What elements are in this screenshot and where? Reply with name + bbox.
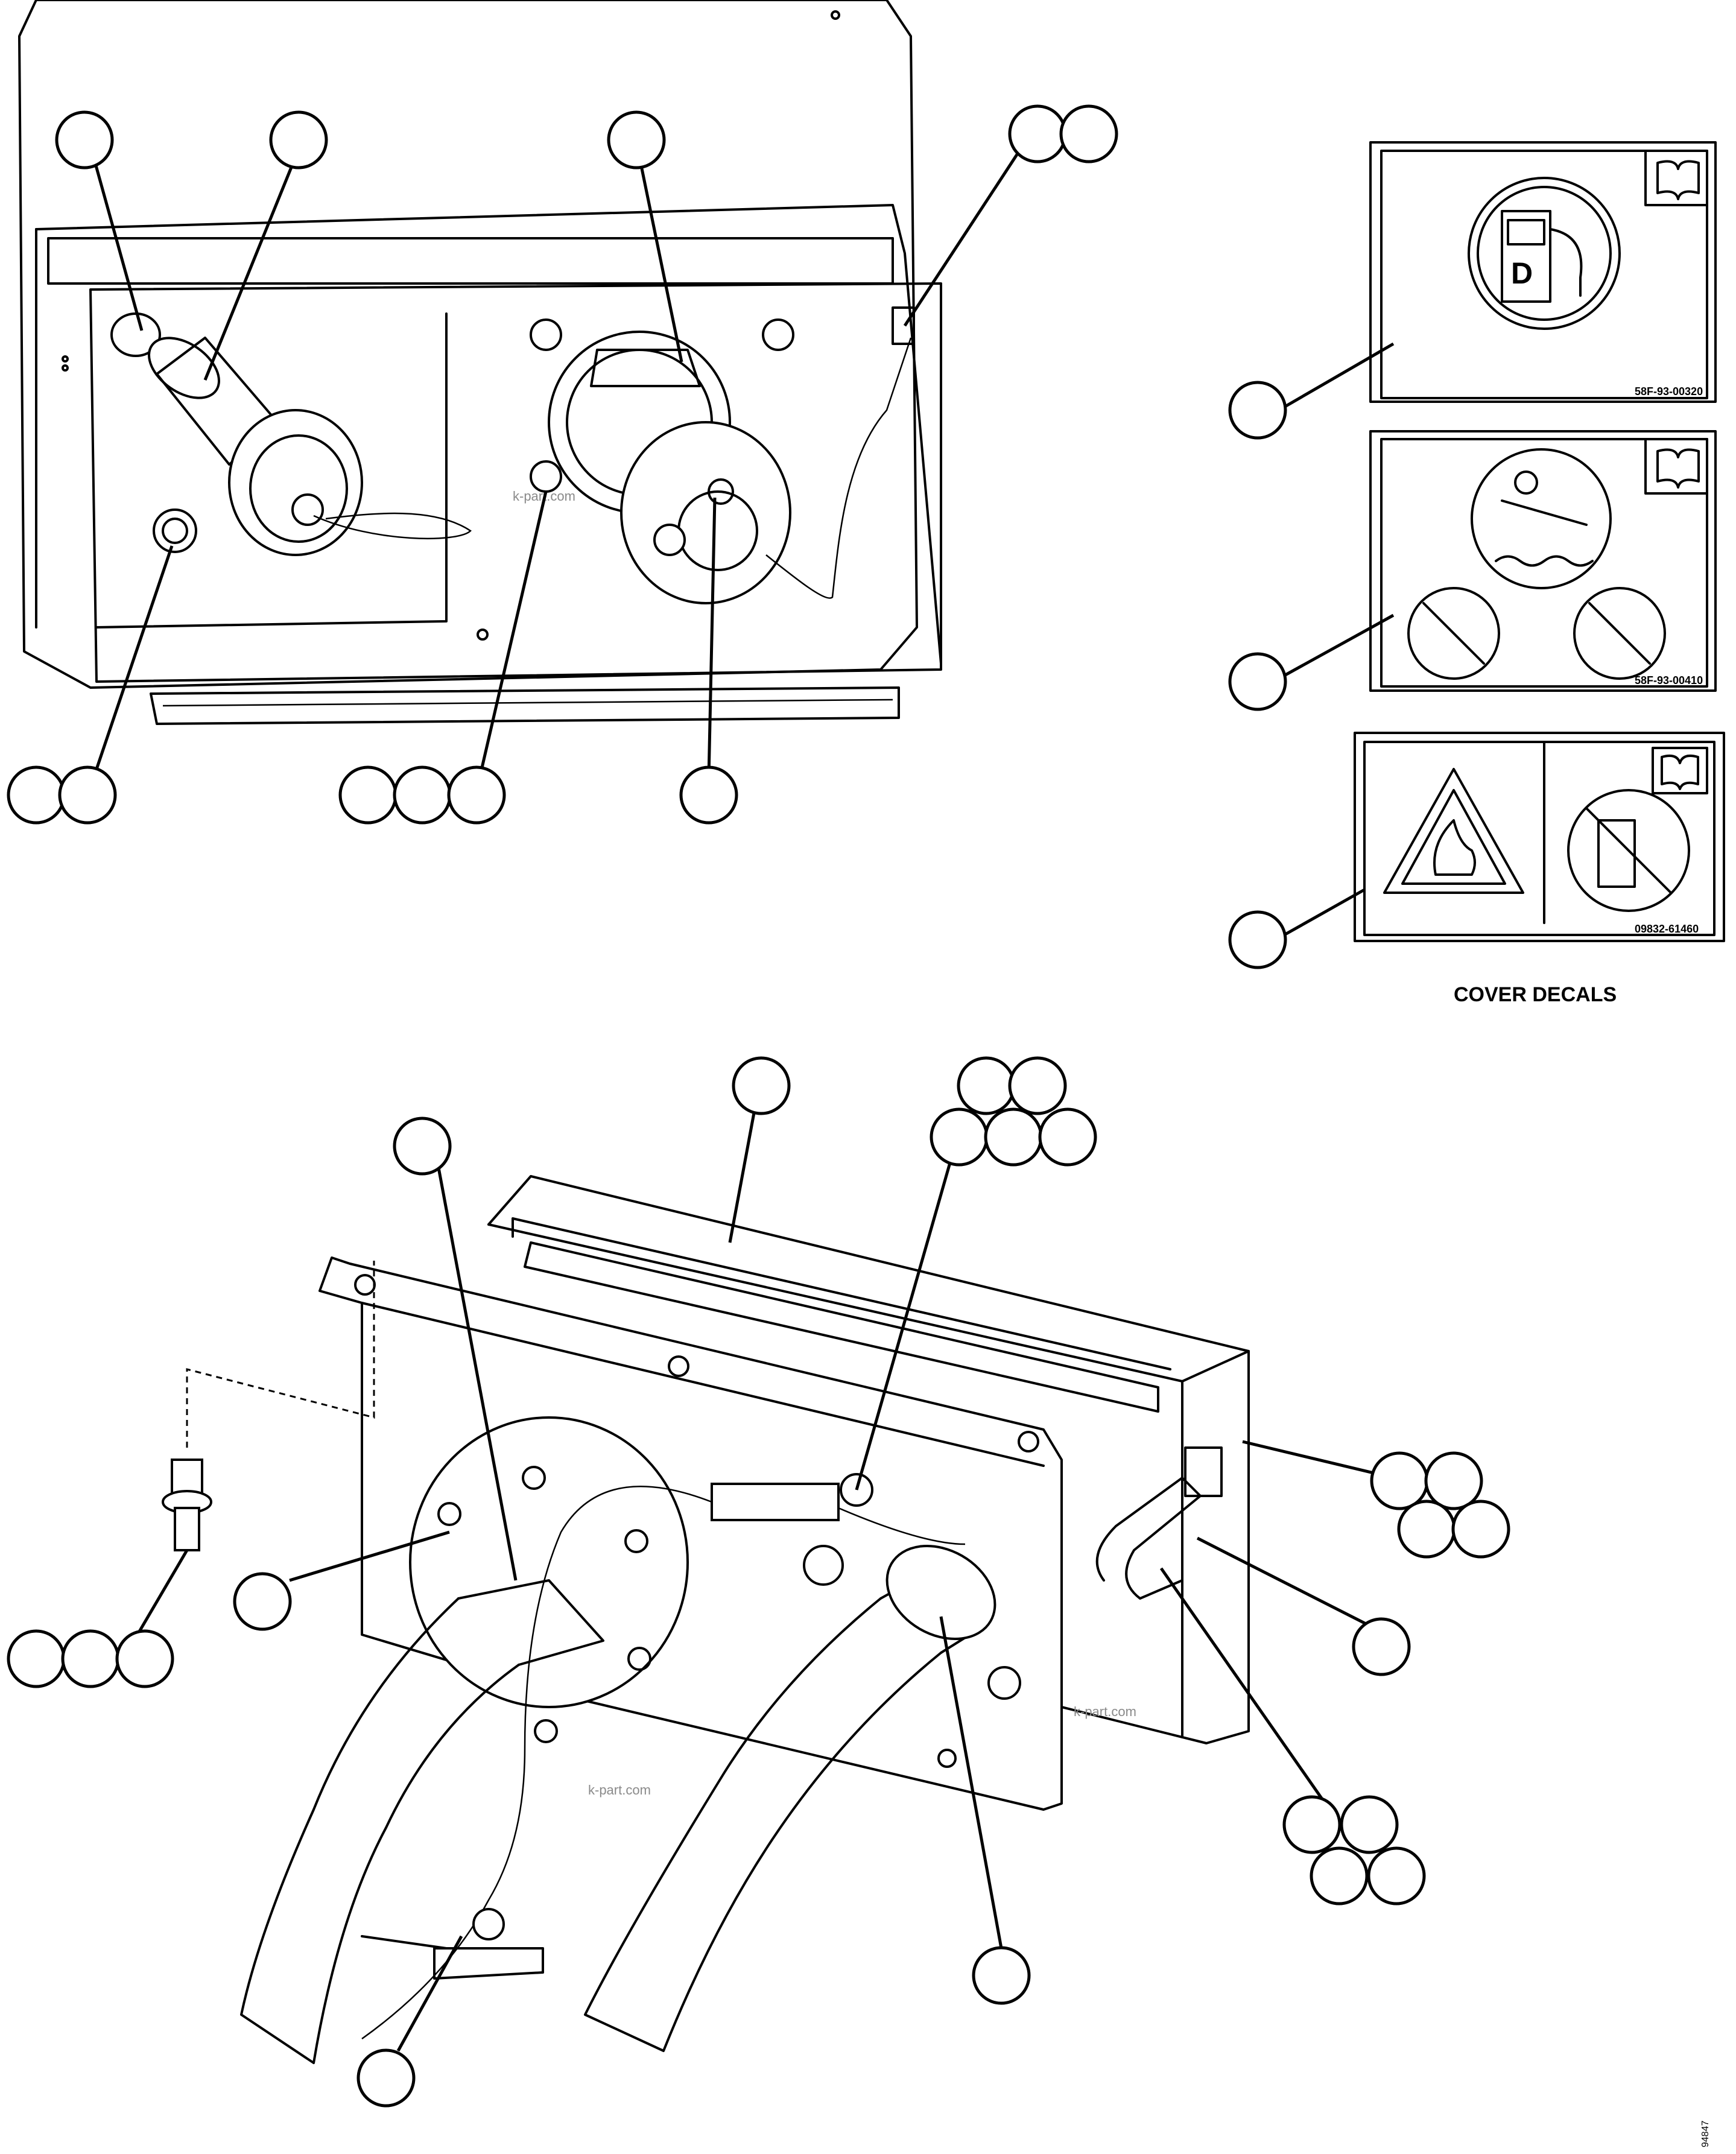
- callout-bubbles: [7, 104, 1510, 2108]
- decal-code-label: 58F-93-00410: [1635, 674, 1703, 686]
- callout-bubble: [1424, 1451, 1483, 1510]
- watermark-text: k-part.com: [1074, 1704, 1136, 1719]
- flammable-warning-icon: [1383, 768, 1524, 894]
- manual-book-icon: [1656, 448, 1700, 489]
- callout-bubble: [1367, 1846, 1426, 1905]
- callout-bubble: [1451, 1500, 1510, 1559]
- callout-bubble: [972, 1946, 1031, 2005]
- no-dirt-icon: [1407, 587, 1500, 680]
- callout-bubble: [1059, 104, 1118, 163]
- callout-bubble: [1228, 910, 1287, 969]
- center-fill-neck: [530, 306, 915, 604]
- loose-bolt: [162, 1459, 212, 1551]
- callout-bubble: [55, 110, 114, 169]
- callout-bubble: [233, 1572, 292, 1631]
- callout-bubble: [1008, 1056, 1067, 1115]
- callout-bubble: [1340, 1795, 1399, 1854]
- decal-code-label: 58F-93-00320: [1635, 385, 1703, 398]
- no-water-in-fuel-icon: [1573, 587, 1666, 680]
- callout-bubble: [984, 1107, 1043, 1167]
- callout-bubble: [269, 110, 328, 169]
- callout-bubble: [1370, 1451, 1429, 1510]
- svg-text:D: D: [1511, 256, 1533, 290]
- callout-bubble: [607, 110, 666, 169]
- water-drain-icon: [1471, 448, 1612, 589]
- callout-bubble: [61, 1629, 120, 1688]
- no-fuel-pump-icon: [1567, 789, 1690, 912]
- fill-panel-rear-view: k-part.com k-part.com: [134, 1112, 1383, 2064]
- callout-bubble: [1282, 1795, 1342, 1854]
- fill-panel-front-view: k-part.com: [18, 0, 1021, 779]
- manual-book-icon: [1656, 160, 1700, 200]
- decal-58F-93-00320: D 58F-93-00320: [1369, 141, 1717, 403]
- callout-bubble: [393, 1117, 452, 1176]
- callout-bubble: [930, 1107, 989, 1167]
- callout-bubble: [679, 765, 738, 825]
- left-fill-cap: [110, 312, 472, 556]
- decal-58F-93-00410: 58F-93-00410: [1369, 430, 1717, 692]
- callout-bubble: [1310, 1846, 1369, 1905]
- callout-bubble: [356, 2048, 416, 2108]
- callout-bubble: [1008, 104, 1067, 163]
- decal-09832-61460: 09832-61460: [1354, 732, 1725, 942]
- decal-code-label: 09832-61460: [1635, 923, 1699, 935]
- watermark-text: k-part.com: [588, 1782, 651, 1798]
- callout-bubble: [338, 765, 398, 825]
- callout-bubble: [1038, 1107, 1097, 1167]
- figure-number: 94847: [1700, 2120, 1711, 2147]
- callout-bubble: [732, 1056, 791, 1115]
- diesel-pump-icon: D: [1468, 177, 1621, 330]
- callout-bubble: [393, 765, 452, 825]
- callout-bubble: [58, 765, 117, 825]
- callout-bubble: [1352, 1617, 1411, 1676]
- callout-bubble: [1228, 652, 1287, 711]
- callout-bubble: [1397, 1500, 1456, 1559]
- callout-bubble: [7, 1629, 66, 1688]
- callout-bubble: [447, 765, 506, 825]
- manual-book-icon: [1661, 755, 1699, 790]
- callout-bubble: [115, 1629, 174, 1688]
- callout-bubble: [7, 765, 66, 825]
- callout-bubble: [1228, 381, 1287, 440]
- callout-bubble: [957, 1056, 1016, 1115]
- cover-decals-caption: COVER DECALS: [1454, 983, 1617, 1006]
